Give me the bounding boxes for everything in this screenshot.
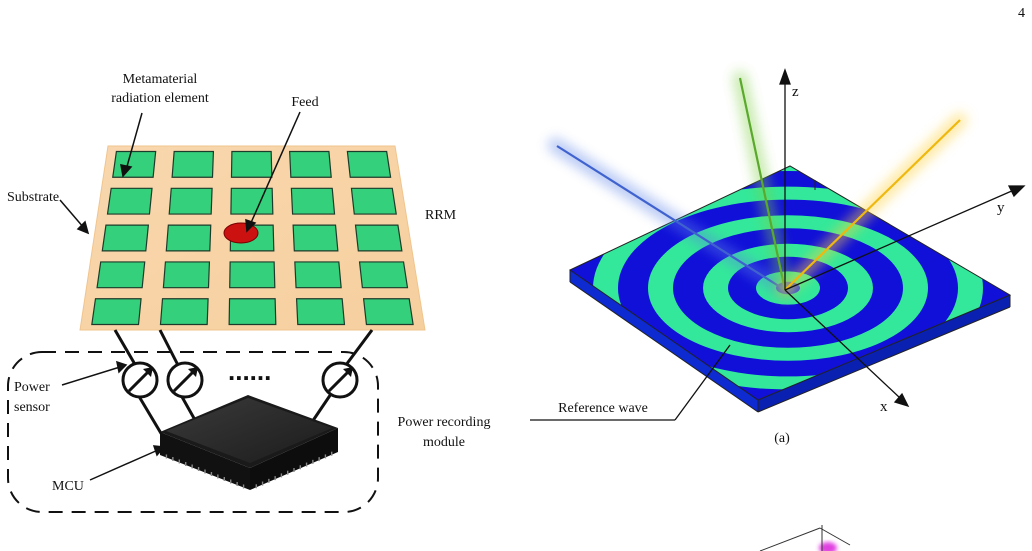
radiation-element (102, 225, 148, 251)
radiation-element (231, 188, 273, 214)
mcu-chip (160, 395, 338, 490)
radiation-element (169, 188, 212, 214)
radiation-element (97, 262, 145, 288)
radiation-element (364, 299, 414, 325)
radiation-element (293, 225, 338, 251)
radiation-element (172, 152, 213, 178)
rrm-label: RRM (425, 208, 457, 223)
figure-caption: (a) (774, 431, 790, 446)
radiation-element (297, 299, 345, 325)
z-axis-label: z (792, 84, 799, 100)
reference-wave-label: Reference wave (558, 401, 648, 416)
mcu-label: MCU (52, 479, 84, 494)
radiation-element (92, 299, 141, 325)
radiation-element (166, 225, 210, 251)
radiation-element (160, 299, 208, 325)
power-module-label-line2: module (423, 435, 465, 450)
x-axis-label: x (880, 399, 888, 415)
radiation-element (360, 262, 408, 288)
radiation-element (231, 152, 271, 178)
element-label-line2: radiation element (111, 91, 209, 106)
radiation-element (108, 188, 153, 214)
power-sensor-label-line2: sensor (14, 400, 50, 415)
next-subfigure-edge (760, 525, 850, 551)
power-sensor-2 (168, 363, 202, 397)
power-module-label-line1: Power recording (398, 415, 491, 430)
radiation-element (229, 299, 276, 325)
element-label-line1: Metamaterial (123, 72, 198, 87)
radiation-element (347, 152, 390, 178)
power-sensor-n (323, 363, 357, 397)
power-sensor-label-line1: Power (14, 380, 50, 395)
radiation-element (291, 188, 334, 214)
power-sensor-1 (123, 363, 157, 397)
radiation-element (355, 225, 401, 251)
page-number: 4 (1018, 6, 1025, 21)
radiation-element (290, 152, 332, 178)
substrate-label: Substrate (7, 190, 59, 205)
feed-label: Feed (291, 95, 318, 110)
radiation-element (163, 262, 209, 288)
system-diagram: ...... Metamaterial radiation element Fe… (7, 72, 490, 512)
y-axis-label: y (997, 200, 1005, 216)
reference-wave-diagram: z y x Reference wave (a) (530, 70, 1032, 551)
radiation-element (351, 188, 396, 214)
radiation-element (113, 152, 156, 178)
sensor-ellipsis: ...... (228, 356, 271, 386)
radiation-element (230, 262, 275, 288)
radiation-element (295, 262, 341, 288)
